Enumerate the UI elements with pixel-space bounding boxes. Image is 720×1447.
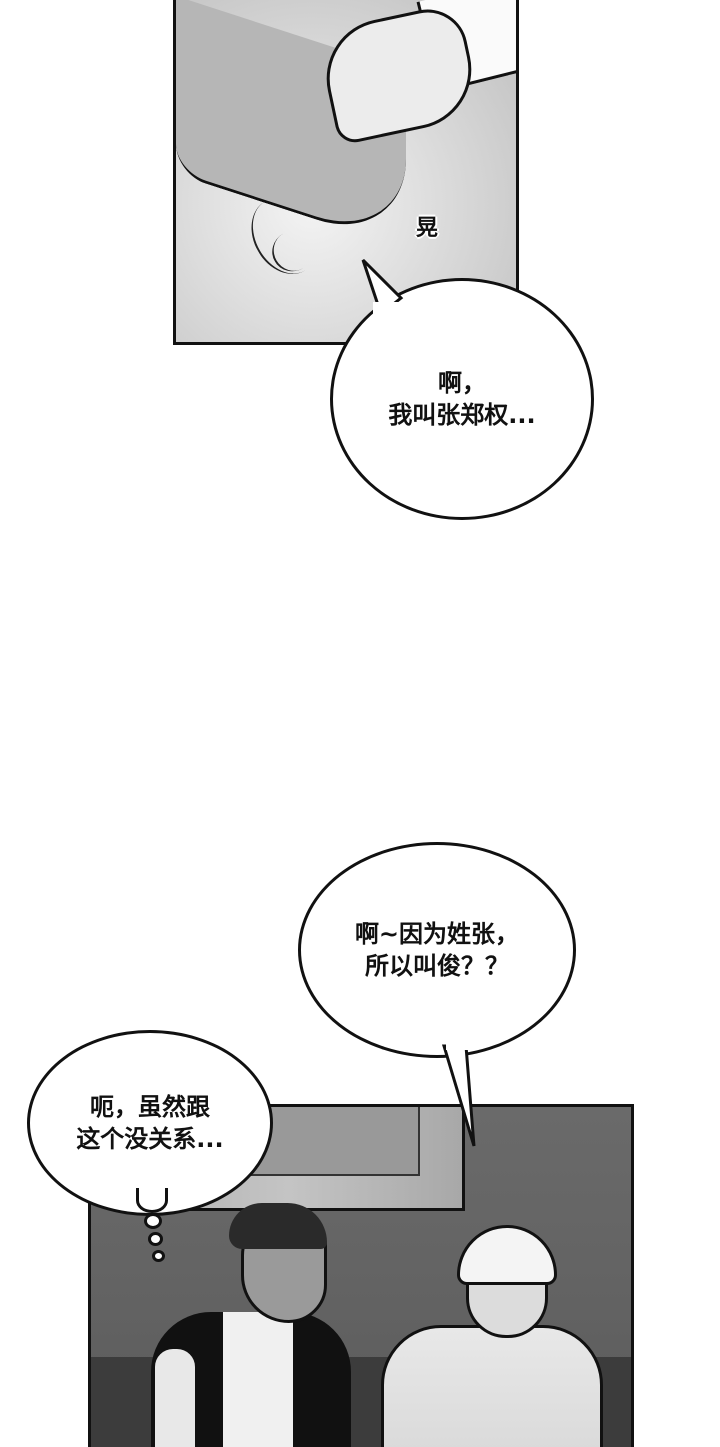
- light-hand-illustration: [315, 2, 483, 146]
- right-man-hair: [457, 1225, 557, 1285]
- left-man-shirt: [221, 1312, 295, 1447]
- bubble-text-line: 这个没关系...: [76, 1125, 224, 1153]
- sound-effect: 晃: [416, 216, 439, 241]
- speech-bubble-1: 啊， 我叫张郑权...: [330, 278, 594, 520]
- speech-bubble-2: 啊~因为姓张， 所以叫俊？？: [298, 842, 576, 1058]
- left-man-sleeve: [153, 1347, 197, 1447]
- bubble-text-line: 呃，虽然跟: [90, 1092, 210, 1121]
- thought-dot: [152, 1250, 165, 1262]
- speech-bubble-tail: [441, 1040, 476, 1147]
- thought-dot: [144, 1213, 162, 1229]
- bubble-text-line: 啊~因为姓张，: [354, 919, 520, 948]
- thought-bubble: 呃，虽然跟 这个没关系...: [27, 1030, 273, 1216]
- left-man-hair: [229, 1203, 327, 1249]
- thought-dot: [148, 1232, 163, 1246]
- right-man-sweater: [381, 1325, 603, 1447]
- speech-bubble-tail: [361, 258, 404, 318]
- panel-sofa-scene: [88, 1104, 634, 1447]
- bubble-text-line: 啊，: [438, 368, 486, 397]
- thought-bubble-nub: [136, 1188, 168, 1213]
- bubble-text-line: 我叫张郑权...: [388, 401, 536, 429]
- bubble-text-line: 所以叫俊？？: [365, 952, 509, 980]
- panel-handshake: 晃: [173, 0, 519, 345]
